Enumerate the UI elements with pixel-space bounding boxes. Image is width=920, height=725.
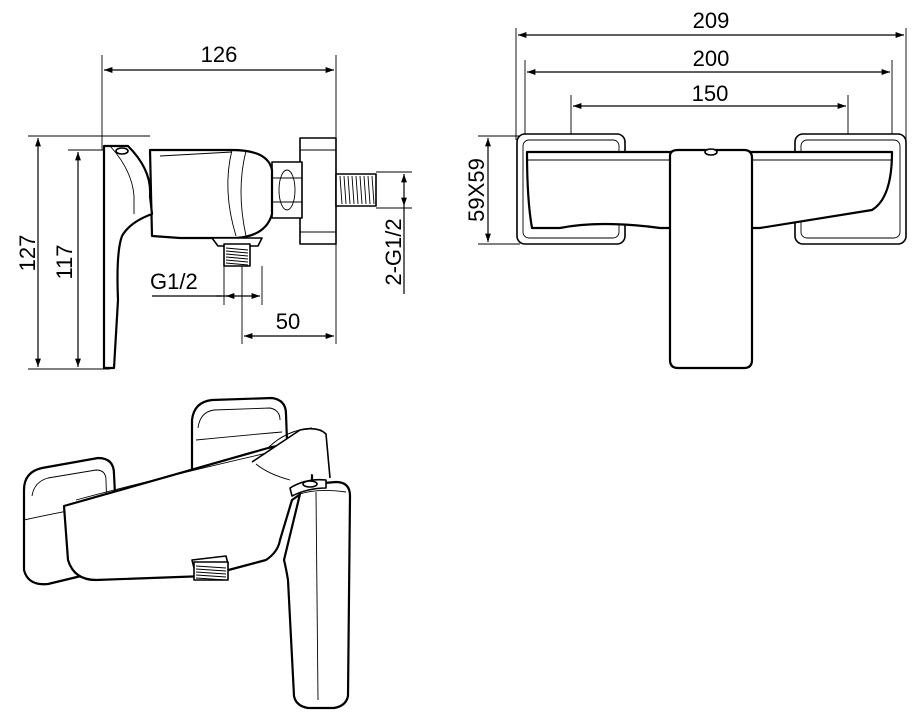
side-view: 126 127 117: [15, 42, 412, 370]
lever-height-label: 117: [52, 244, 77, 279]
dimension-inlet-thread: 2-G1/2: [376, 171, 412, 294]
dimension-overall-height-127: 127: [15, 135, 150, 370]
outlet-thread: [211, 237, 263, 267]
overall-height-label: 127: [15, 235, 40, 272]
outlet-offset-label: 50: [276, 309, 300, 334]
dimension-body-width-200: 200: [524, 46, 893, 145]
dimension-lever-height-117: 117: [52, 149, 110, 367]
dimension-width-126: 126: [101, 42, 337, 150]
flange-size-label: 59X59: [464, 158, 489, 222]
dimension-outlet-thread: G1/2: [150, 266, 263, 305]
lever-handle: [102, 144, 154, 370]
dimension-outlet-offset-50: 50: [241, 244, 337, 344]
inlet-thread: [335, 173, 377, 207]
dimension-overall-width-209: 209: [515, 8, 907, 140]
wall-flange: [299, 137, 337, 245]
top-view: 209 200 150 59X59: [464, 8, 907, 370]
center-distance-label: 150: [692, 81, 729, 106]
perspective-view: [22, 396, 352, 710]
mixer-body: [148, 148, 274, 240]
width-label: 126: [201, 42, 238, 67]
inlet-thread-label: 2-G1/2: [381, 218, 406, 285]
outlet-thread-label: G1/2: [150, 269, 198, 294]
hex-nut: [271, 161, 303, 219]
dimension-flange-size: 59X59: [464, 135, 520, 245]
perspective-outlet: [191, 555, 229, 581]
top-lever: [668, 148, 754, 370]
perspective-lever: [282, 478, 352, 710]
body-width-label: 200: [693, 46, 730, 71]
overall-width-label: 209: [693, 8, 730, 33]
dimension-center-distance-150: 150: [570, 81, 849, 140]
perspective-body: [62, 427, 331, 582]
